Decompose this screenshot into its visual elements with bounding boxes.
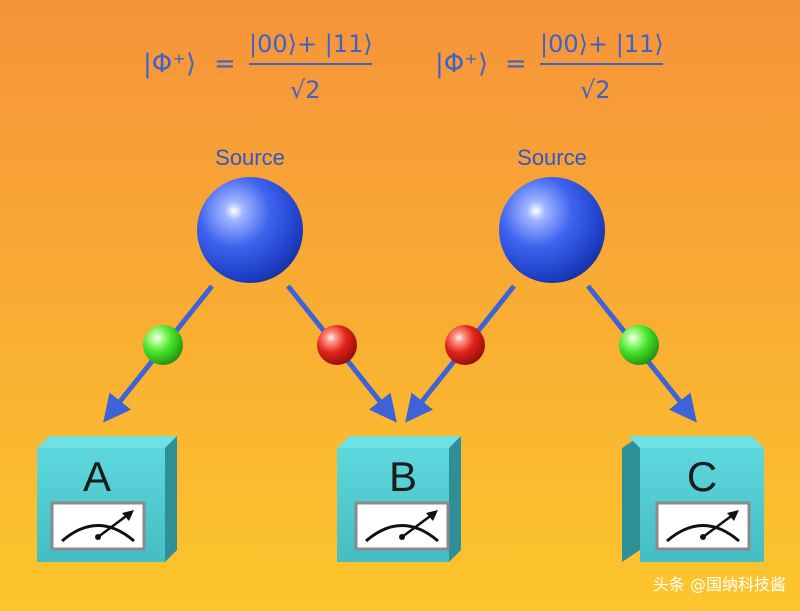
source-sphere-left	[197, 177, 303, 283]
meter-needle	[401, 512, 434, 539]
detector-top	[628, 436, 764, 448]
detector-B: B	[337, 436, 461, 562]
equation-numerator: |00⟩+ |11⟩	[540, 30, 664, 58]
meter-needle	[97, 512, 130, 539]
equation-numerator: |00⟩+ |11⟩	[249, 30, 373, 58]
meter-needle-tip	[426, 510, 438, 521]
source-label-left: Source	[215, 145, 285, 170]
watermark-text: 头条 @国纳科技酱	[653, 575, 786, 594]
meter-pivot	[399, 534, 405, 540]
equation-equals: =	[505, 49, 527, 79]
meter-dial	[365, 524, 439, 543]
detector-side	[449, 436, 461, 562]
particle-green-left	[143, 325, 183, 365]
meter-pivot	[700, 534, 706, 540]
meter-dial	[61, 524, 135, 543]
equation-denominator: √2	[290, 76, 321, 104]
particle-red-right	[445, 325, 485, 365]
particle-green-right	[619, 325, 659, 365]
detector-side-left	[622, 436, 640, 562]
detector-label: C	[687, 453, 717, 500]
equation-equals: =	[214, 49, 236, 79]
particle-red-left	[317, 325, 357, 365]
detector-A: A	[37, 436, 177, 562]
detector-C: C	[622, 436, 764, 562]
equation-ket: |Φ⁺⟩	[435, 49, 488, 79]
meter-pivot	[95, 534, 101, 540]
detector-label: A	[83, 453, 111, 500]
meter-needle	[702, 512, 735, 539]
meter-needle-tip	[727, 510, 739, 521]
detector-top	[37, 436, 177, 448]
detector-top	[337, 436, 461, 448]
bell-state-equation-right: |Φ⁺⟩ = |00⟩+ |11⟩ √2	[435, 30, 664, 104]
meter-needle-tip	[122, 510, 134, 521]
meter-dial	[666, 524, 740, 543]
equation-ket: |Φ⁺⟩	[143, 49, 196, 79]
source-label-right: Source	[517, 145, 587, 170]
source-sphere-right	[499, 177, 605, 283]
detector-label: B	[389, 453, 417, 500]
bell-state-equation-left: |Φ⁺⟩ = |00⟩+ |11⟩ √2	[143, 30, 373, 104]
detector-side	[165, 436, 177, 562]
equation-denominator: √2	[580, 76, 611, 104]
